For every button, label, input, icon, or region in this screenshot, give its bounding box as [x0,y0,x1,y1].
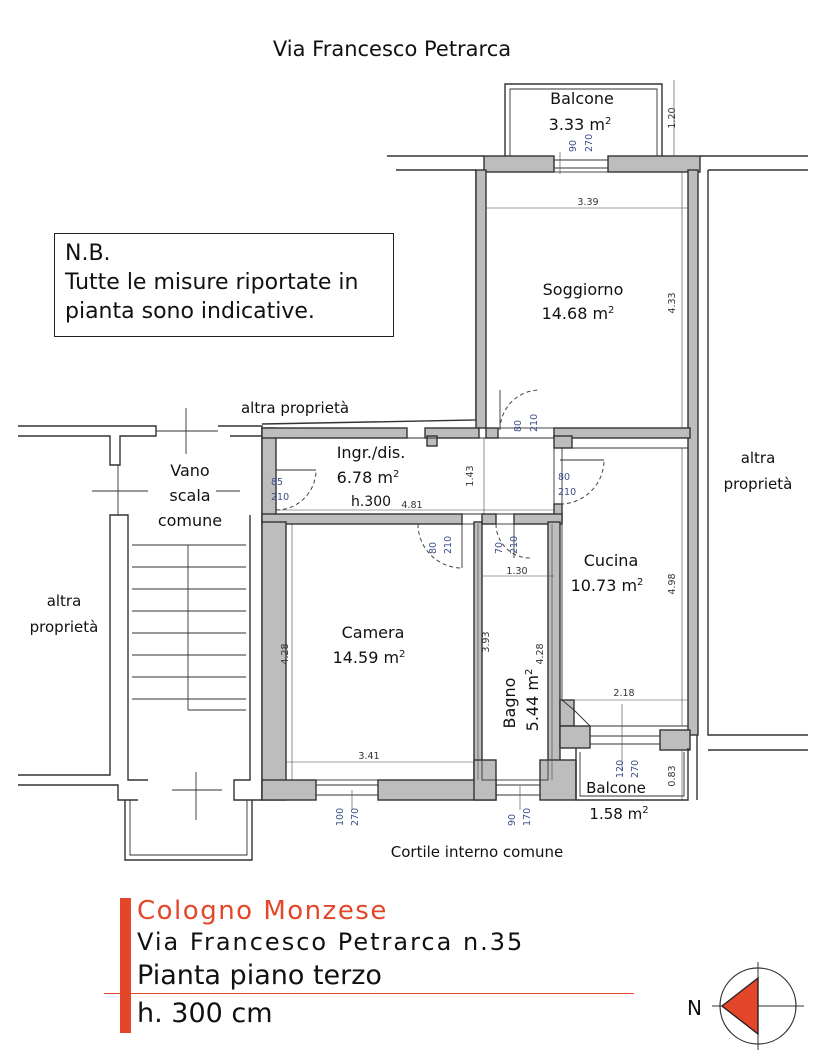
dim-soggiorno-depth: 4.33 [667,292,678,313]
dim-cucina-width: 2.18 [613,688,634,699]
cucina-window-h: 270 [630,760,641,778]
dim-bagno-depth-right: 4.28 [535,643,546,664]
balcone-top-area: 3.33 m2 [549,115,612,134]
dim-soggiorno-width: 3.39 [577,197,598,208]
dim-camera-depth: 4.28 [280,643,291,664]
soggiorno-name: Soggiorno [543,280,624,299]
balcone-top-door-h: 270 [584,134,595,152]
title-height: h. 300 cm [137,998,273,1029]
doors [275,389,605,569]
dim-balcone-top-depth: 1.20 [667,107,678,128]
north-arrow-icon [712,962,804,1050]
bagno-door-h: 210 [509,536,520,554]
note-line-2: Tutte le misure riportate in [65,270,359,295]
dim-ingresso-width: 4.81 [401,500,422,511]
title-accent-bar [120,898,131,1033]
camera-window-w: 100 [335,808,346,826]
neighbor-left-label-2: proprietà [30,618,99,636]
vano-scala-line2: scala [169,486,210,505]
ingresso-height: h.300 [351,494,391,510]
cucina-window-w: 120 [615,760,626,778]
note-line-1: N.B. [65,241,111,266]
note-line-3: pianta sono indicative. [65,299,315,324]
vano-scala-line1: Vano [170,461,209,480]
north-label: N [687,996,702,1020]
vano-scala-line3: comune [158,511,222,530]
ingresso-area: 6.78 m2 [337,468,400,487]
ingresso-door-h: 210 [271,492,289,503]
balcone-bottom-name: Balcone [586,779,646,797]
camera-door-w: 80 [428,542,439,554]
neighbor-right-label-1: altra [741,449,776,467]
courtyard-label: Cortile interno comune [391,843,563,861]
cucina-door-h: 210 [558,487,576,498]
ingresso-door-w: 85 [271,477,283,488]
soggiorno-door-w: 80 [513,420,524,432]
balcone-top-name: Balcone [550,89,614,108]
title-city: Cologno Monzese [137,896,388,926]
street-header: Via Francesco Petrarca [273,37,511,61]
dim-bagno-width: 1.30 [506,566,527,577]
title-floor: Pianta piano terzo [137,960,382,991]
soggiorno-door-h: 210 [529,414,540,432]
balcone-bottom-area: 1.58 m2 [589,805,648,823]
soggiorno-area: 14.68 m2 [542,304,615,323]
title-rule [104,993,634,995]
cucina-area: 10.73 m2 [571,576,644,595]
neighbor-right-label-2: proprietà [724,475,793,493]
bagno-door-w: 70 [494,542,505,554]
dim-balcone-bottom-depth: 0.83 [667,765,678,786]
dim-bagno-depth-left: 3.93 [481,631,492,652]
camera-name: Camera [342,623,405,642]
camera-area: 14.59 m2 [333,648,406,667]
title-address: Via Francesco Petrarca n.35 [137,928,525,956]
neighbor-left-label-1: altra [47,592,82,610]
balcone-top-door-w: 90 [568,140,579,152]
note-box: N.B. Tutte le misure riportate in pianta… [54,233,394,337]
neighbor-top-label: altra proprietà [241,399,349,417]
dimension-lines [276,80,688,810]
bagno-window-h: 170 [522,808,533,826]
bagno-name: Bagno [500,678,519,729]
camera-window-h: 270 [350,808,361,826]
ingresso-name: Ingr./dis. [337,443,406,462]
dim-camera-width: 3.41 [358,751,379,762]
cucina-name: Cucina [584,551,639,570]
bagno-area: 5.44 m2 [523,669,542,732]
cucina-door-w: 80 [558,472,570,483]
dim-ingresso-depth: 1.43 [465,465,476,486]
dim-cucina-depth: 4.98 [667,573,678,594]
camera-door-h: 210 [443,536,454,554]
bagno-window-w: 90 [507,814,518,826]
